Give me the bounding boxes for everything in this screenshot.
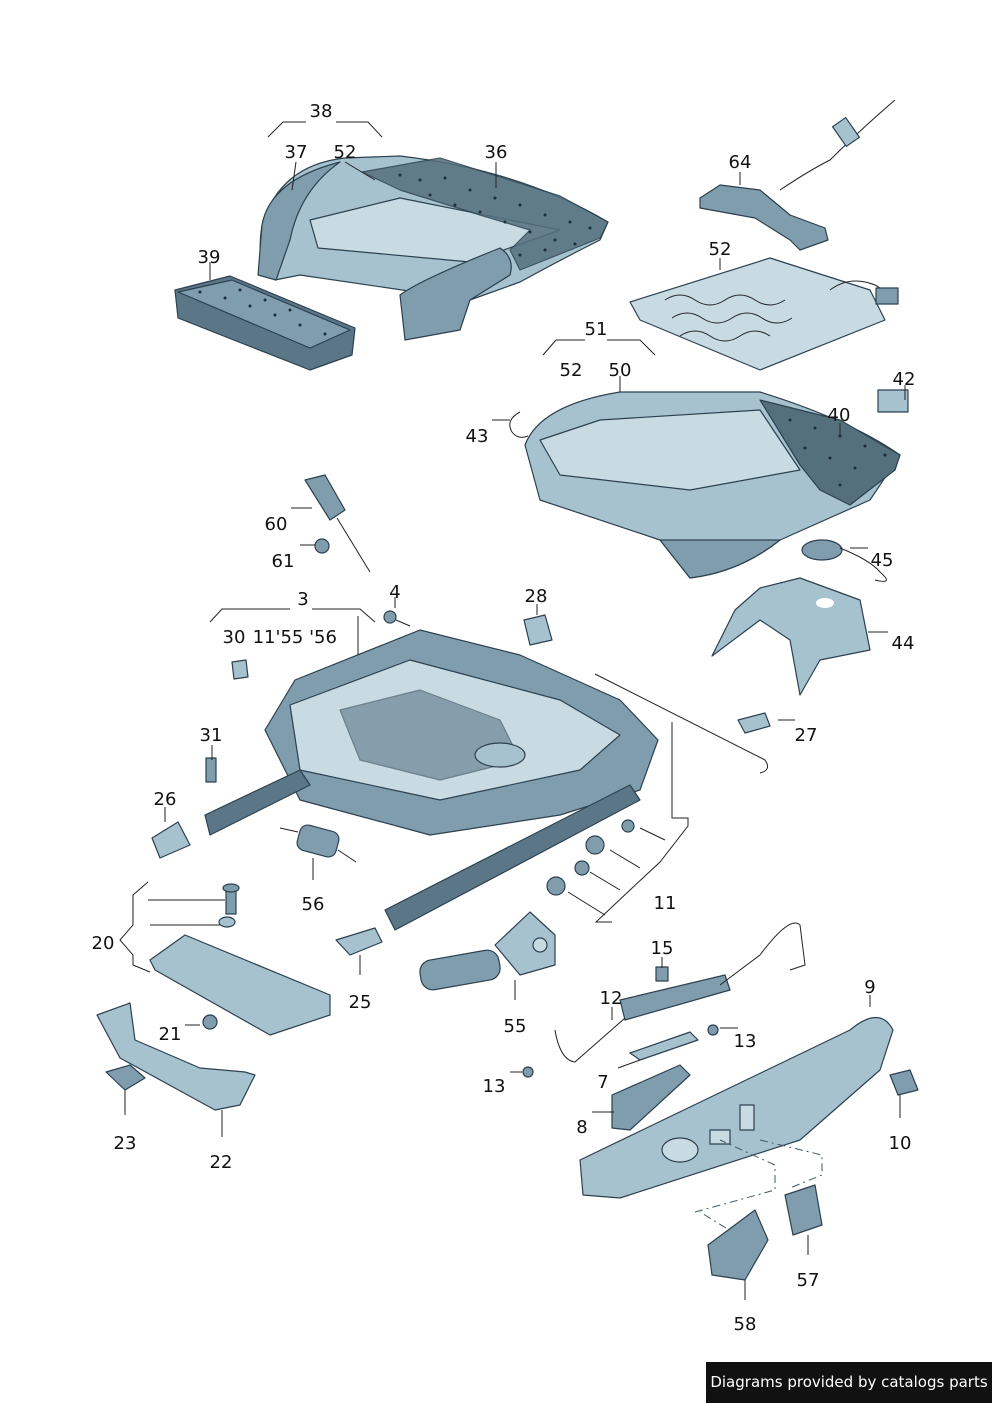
- callout-31: 31: [200, 725, 223, 746]
- callout-4: 4: [389, 582, 400, 603]
- callout-13-left: 13: [483, 1076, 506, 1097]
- lower-left-parts: [96, 883, 383, 1111]
- callout-39: 39: [198, 247, 221, 268]
- callout-21: 21: [159, 1024, 182, 1045]
- callout-38: 38: [310, 101, 333, 122]
- seat-frame-group: [151, 610, 771, 931]
- callout-36: 36: [485, 142, 508, 163]
- side-trim-group: [522, 922, 919, 1281]
- callout-12: 12: [600, 988, 623, 1009]
- callout-13-right: 13: [734, 1031, 757, 1052]
- callout-45: 45: [871, 550, 894, 571]
- callout-11-55: 11'55: [253, 627, 304, 648]
- backrest-cushion-group: [174, 155, 609, 371]
- callout-30: 30: [223, 627, 246, 648]
- callout-7: 7: [597, 1072, 608, 1093]
- callout-9: 9: [864, 977, 875, 998]
- callout-37: 37: [285, 142, 308, 163]
- callout-11: 11: [654, 893, 677, 914]
- callout-25: 25: [349, 992, 372, 1013]
- callout-56: 56: [302, 894, 325, 915]
- callout-43: 43: [466, 426, 489, 447]
- callout-52-mat: 52: [709, 239, 732, 260]
- callout-20: 20: [92, 933, 115, 954]
- callout-40: 40: [828, 405, 851, 426]
- callout-28: 28: [525, 586, 548, 607]
- callout-52-top: 52: [334, 142, 357, 163]
- foam-texture: [398, 173, 592, 257]
- callout-22: 22: [210, 1152, 233, 1173]
- callout-3: 3: [297, 589, 308, 610]
- credit-banner: Diagrams provided by catalogs parts: [706, 1362, 992, 1403]
- callout-61: 61: [272, 551, 295, 572]
- callout-26: 26: [154, 789, 177, 810]
- callout-27: 27: [795, 725, 818, 746]
- callout-60: 60: [265, 514, 288, 535]
- callout-58: 58: [734, 1314, 757, 1335]
- seat-belt-buckle-group: [304, 474, 371, 573]
- callout-50: 50: [609, 360, 632, 381]
- callout-15: 15: [651, 938, 674, 959]
- heating-element-group: [629, 99, 899, 371]
- callout-10: 10: [889, 1133, 912, 1154]
- callout-51: 51: [585, 319, 608, 340]
- callout-23: 23: [114, 1133, 137, 1154]
- callout-56-tag: '56: [309, 627, 337, 648]
- callout-labels: 38 37 52 36 39 64 52 51 52 50 43 42 40 6…: [92, 101, 916, 1335]
- leader-lines: [119, 121, 906, 1300]
- adjuster-motor: [419, 911, 556, 991]
- callout-64: 64: [729, 152, 752, 173]
- callout-57: 57: [797, 1270, 820, 1291]
- seat-cushion-group: [509, 389, 909, 696]
- callout-8: 8: [576, 1117, 587, 1138]
- callout-42: 42: [893, 369, 916, 390]
- callout-52-seat: 52: [560, 360, 583, 381]
- callout-44: 44: [892, 633, 915, 654]
- callout-55: 55: [504, 1016, 527, 1037]
